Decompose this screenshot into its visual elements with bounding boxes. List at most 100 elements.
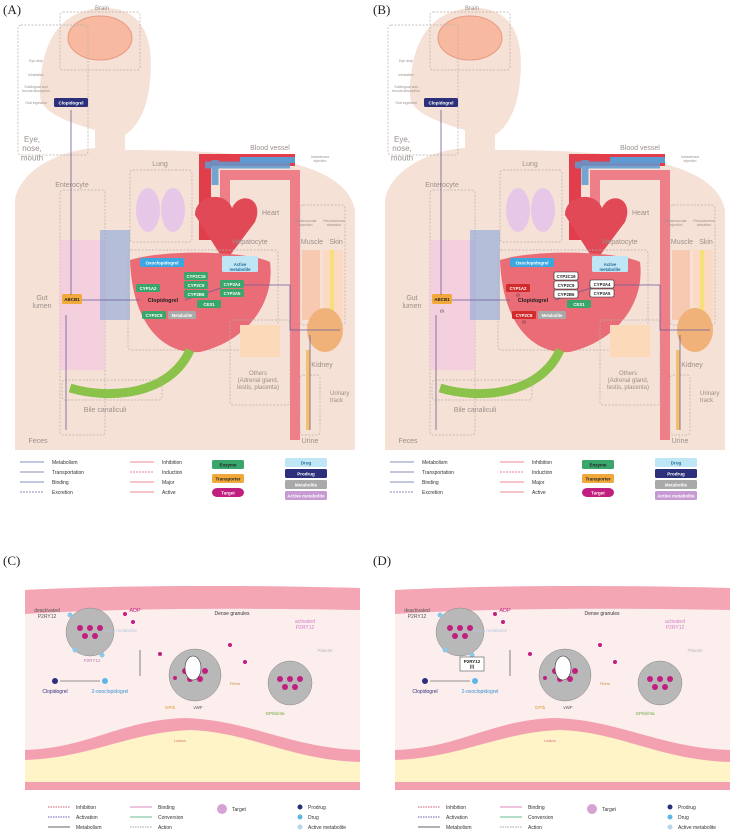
target-receptor-0-0 — [447, 625, 453, 631]
target-receptor-2-4 — [667, 676, 673, 682]
portal-vessel-shape — [100, 230, 130, 320]
dense-granules-label: Dense granules — [584, 611, 620, 617]
circulation-path — [554, 284, 710, 331]
oxo-dot — [472, 678, 478, 684]
fibrin-label: Fibrin — [600, 681, 610, 686]
oxoclopidogrel-box-label: Oxoclopidogrel — [515, 261, 548, 266]
legend-line-label-6: Major — [532, 480, 545, 486]
target-receptor-0-3 — [462, 633, 468, 639]
enzyme-box-6: CES1 — [567, 300, 591, 308]
pd-legend-label-1: Activation — [446, 815, 468, 821]
pd-legend-dot-2 — [297, 814, 303, 820]
enterocyte-box — [429, 189, 476, 436]
target-receptor-1-3 — [197, 676, 203, 682]
oxoclopidogrel-box-bg — [140, 258, 184, 267]
legend-box-3: Drug — [285, 458, 327, 467]
p2ry12-inhib-box — [459, 656, 485, 672]
pd-legend-label-3: Binding — [528, 805, 545, 811]
target-receptor-0-4 — [97, 625, 103, 631]
ureter-shape — [676, 350, 680, 430]
enzyme-note-0: (I) — [516, 293, 519, 297]
enzyme-box-6: CES1 — [197, 300, 221, 308]
pd-legend-dot-3 — [667, 824, 673, 830]
active-metabolite-dot-0 — [437, 612, 443, 618]
metabolite-box-label: Metabolite — [542, 313, 563, 318]
enzyme-box-3-label: CYP2B6 — [188, 292, 205, 297]
legend-box-1: Transporter — [212, 474, 244, 483]
clopidogrel-label: Clopidogrel — [42, 689, 67, 695]
pd-legend-item-2: Drug — [308, 815, 319, 821]
target-receptor-0-0 — [77, 625, 83, 631]
platelet-0 — [65, 607, 115, 657]
pd-legend-label-0: Inhibition — [76, 805, 96, 811]
brain-shape — [67, 15, 133, 61]
legend-box-6-bg — [655, 491, 697, 500]
vessel-wall-top-shape — [395, 585, 730, 614]
target-receptor-1-4 — [202, 668, 208, 674]
skin-label: Skin — [329, 239, 343, 246]
pd-legend-label-0: Inhibition — [446, 805, 466, 811]
enzyme-box-2-label: CYP2C9 — [188, 283, 205, 288]
active-metabolite-dot-2 — [469, 652, 475, 658]
p2ry12-label: P2RY12 — [84, 658, 101, 663]
bile-duct-path — [68, 347, 195, 399]
enzyme-box-7-bg — [512, 311, 536, 319]
pd-legend-item-1: Prodrug — [678, 805, 696, 811]
legend-line-label-2: Binding — [422, 480, 439, 486]
legend-line-label-3: Excretion — [52, 490, 73, 496]
lung-right-shape — [531, 188, 555, 232]
enzyme-box-0-label: CYP1A2 — [510, 286, 527, 291]
target-receptor-0-1 — [452, 633, 458, 639]
blood-vessel-label: Blood vessel — [620, 145, 660, 152]
active-metabolite-dot-1 — [72, 647, 78, 653]
lesion-shape — [395, 730, 730, 782]
legend-line-label-5: Induction — [532, 470, 553, 476]
feces-label: Feces — [398, 438, 418, 445]
target-receptor-0-4 — [467, 625, 473, 631]
oxoclopidogrel-box: Oxoclopidogrel — [140, 258, 184, 267]
adp-dot-2 — [528, 652, 532, 656]
enzyme-box-7-label: CYP2C8 — [516, 313, 533, 318]
adp-dot-5 — [243, 660, 247, 664]
portal-vessel-shape — [470, 230, 500, 320]
clopidogrel-label: Clopidogrel — [412, 689, 437, 695]
pd-legend-item-2: Drug — [678, 815, 689, 821]
lung-label: Lung — [522, 161, 538, 168]
pd-legend-label-4: Conversion — [528, 815, 554, 821]
pd-legend-dot-3 — [297, 824, 303, 830]
muscle-label: Muscle — [671, 239, 693, 246]
active-metabolite-box-bg — [592, 256, 628, 272]
muscle-label: Muscle — [301, 239, 323, 246]
others-label: Others(Adrenal gland,testis, placenta) — [607, 371, 649, 391]
brain-shape — [437, 15, 503, 61]
legend-box-2-bg — [212, 488, 244, 497]
legend-line-label-2: Binding — [52, 480, 69, 486]
legend-box-6: Active metabolite — [285, 491, 327, 500]
adp-dot-5 — [613, 660, 617, 664]
active-metabolite-dot-1 — [442, 647, 448, 653]
lesion-label: Lesion — [174, 738, 186, 743]
enzyme-box-5-label: CYP3A5 — [594, 291, 611, 296]
clopidogrel-dot — [52, 678, 58, 684]
vein-path — [205, 160, 290, 185]
legend-box-0-label: Enzyme — [219, 463, 237, 468]
pd-legend-item-0: Target — [232, 807, 247, 813]
lung-box — [129, 169, 193, 243]
active-metabolite-box-bg — [222, 256, 258, 272]
feces-label: Feces — [28, 438, 48, 445]
legend-box-5-label: Metabolite — [295, 483, 318, 488]
enzyme-box-6-label: CES1 — [573, 302, 585, 307]
pd-legend-dot-1 — [667, 804, 673, 810]
active-metabolite-label: Active metabolite — [473, 628, 508, 633]
gpib-label: GPIb — [165, 705, 176, 710]
enzyme-box-4-bg — [589, 279, 615, 289]
